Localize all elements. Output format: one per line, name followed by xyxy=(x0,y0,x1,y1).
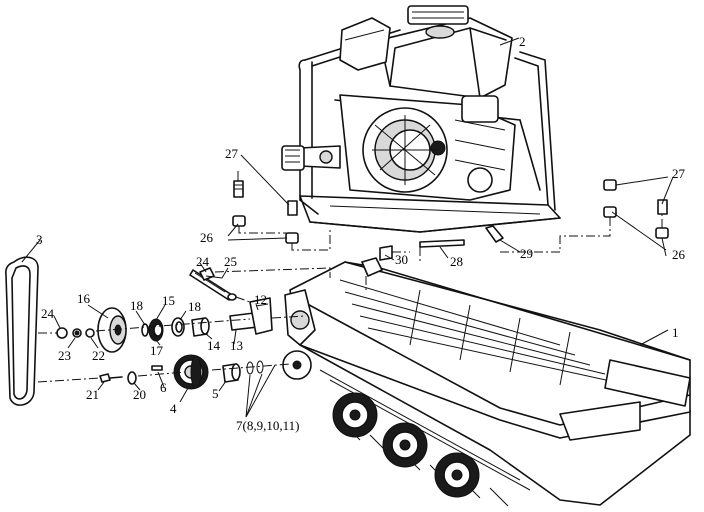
callout-30: 30 xyxy=(395,252,408,267)
callout-12: 12 xyxy=(254,292,267,307)
track-chassis xyxy=(282,261,691,507)
callout-23: 23 xyxy=(58,348,71,363)
callout-17: 17 xyxy=(150,343,164,358)
callout-26-left: 26 xyxy=(200,230,214,245)
callout-1: 1 xyxy=(672,325,679,340)
assembly-center-lines xyxy=(37,247,421,383)
callout-15: 15 xyxy=(162,293,175,308)
callout-3: 3 xyxy=(36,232,43,247)
engine-frame-assembly xyxy=(281,5,561,233)
callout-28: 28 xyxy=(450,254,463,269)
callout-29: 29 xyxy=(520,246,533,261)
callout-7: 7(8,9,10,11) xyxy=(236,418,299,433)
callout-25: 25 xyxy=(224,254,237,269)
callout-4: 4 xyxy=(170,401,177,416)
callout-labels: 2 1 3 27 27 26 26 29 28 30 24 25 12 13 1… xyxy=(36,34,686,433)
callout-26-right: 26 xyxy=(672,247,686,262)
callout-leader-lines xyxy=(21,37,674,418)
right-mount-fasteners xyxy=(500,179,669,253)
callout-5: 5 xyxy=(212,386,219,401)
callout-2: 2 xyxy=(519,34,526,49)
callout-22: 22 xyxy=(92,348,105,363)
callout-16: 16 xyxy=(77,291,91,306)
callout-24-left: 24 xyxy=(41,306,55,321)
callout-21: 21 xyxy=(86,387,99,402)
callout-24-top: 24 xyxy=(196,254,210,269)
callout-27-right: 27 xyxy=(672,166,686,181)
callout-27-left: 27 xyxy=(225,146,239,161)
callout-13: 13 xyxy=(230,338,243,353)
callout-6: 6 xyxy=(160,380,167,395)
callout-20: 20 xyxy=(133,387,146,402)
callout-18-left: 18 xyxy=(130,298,143,313)
callout-14: 14 xyxy=(207,338,221,353)
callout-18-right: 18 xyxy=(188,299,201,314)
